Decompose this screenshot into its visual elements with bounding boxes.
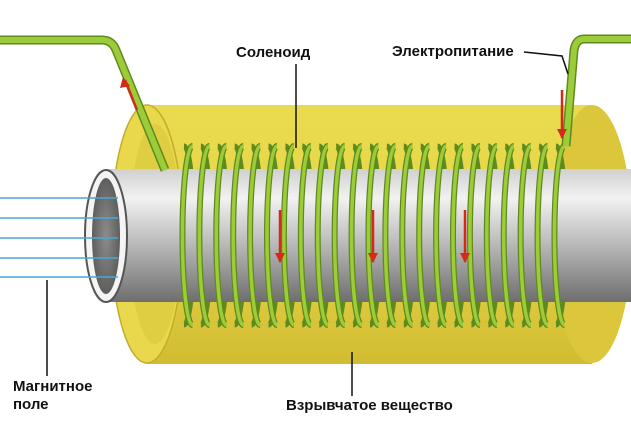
current-arrow-icon [460,210,470,263]
magnetic-field-label: Магнитное поле [13,378,113,414]
leader-lines [46,51,569,396]
coil-turn-front [197,144,210,327]
coil-turn-front [468,144,481,327]
coil-turn-front [282,144,295,327]
tube-bore [92,178,120,294]
coil-turn-front [349,144,363,327]
power-leader [523,51,569,75]
solenoid-label: Соленоид [236,44,311,61]
coil-turn-front [485,144,498,327]
coil-turn-front [214,144,227,327]
coil-turn-front [332,144,346,327]
magnetic-field-label-line2: поле [13,396,49,413]
coil-turn-front [552,144,566,327]
coil-turn-front [248,144,261,327]
current-arrows [120,77,567,263]
coil-turn-front [501,144,515,327]
solenoid-coil-front [179,143,566,328]
coil-turn-front [451,144,464,327]
coil-turn-front [315,144,329,327]
current-arrow-icon [368,210,378,263]
left-lead-wire-inner [0,37,168,172]
power-wires [0,34,631,172]
coil-turn-front [434,144,447,327]
coil-turn-front [231,144,244,327]
coil-turn-front [265,144,278,327]
coil-turn-front [299,144,312,327]
coil-turn-front [518,144,532,327]
coil-turn-front [417,144,430,327]
armature-tube [84,169,631,303]
coil-turn-front [180,144,194,327]
magnetic-field-label-line1: Магнитное [13,378,93,395]
magnetic-field-lines [0,197,118,278]
current-arrow-icon [120,77,139,111]
current-arrow-icon [557,90,567,139]
explosive-label: Взрывчатое вещество [286,397,453,414]
power-supply-label: Электропитание [392,43,514,60]
coil-turn-front [366,144,380,327]
current-arrow-icon [275,210,285,263]
coil-turn-front [400,144,413,327]
coil-turn-front [383,144,396,327]
coil-turn-front [535,144,549,327]
right-lead-wire-inner [563,36,631,147]
